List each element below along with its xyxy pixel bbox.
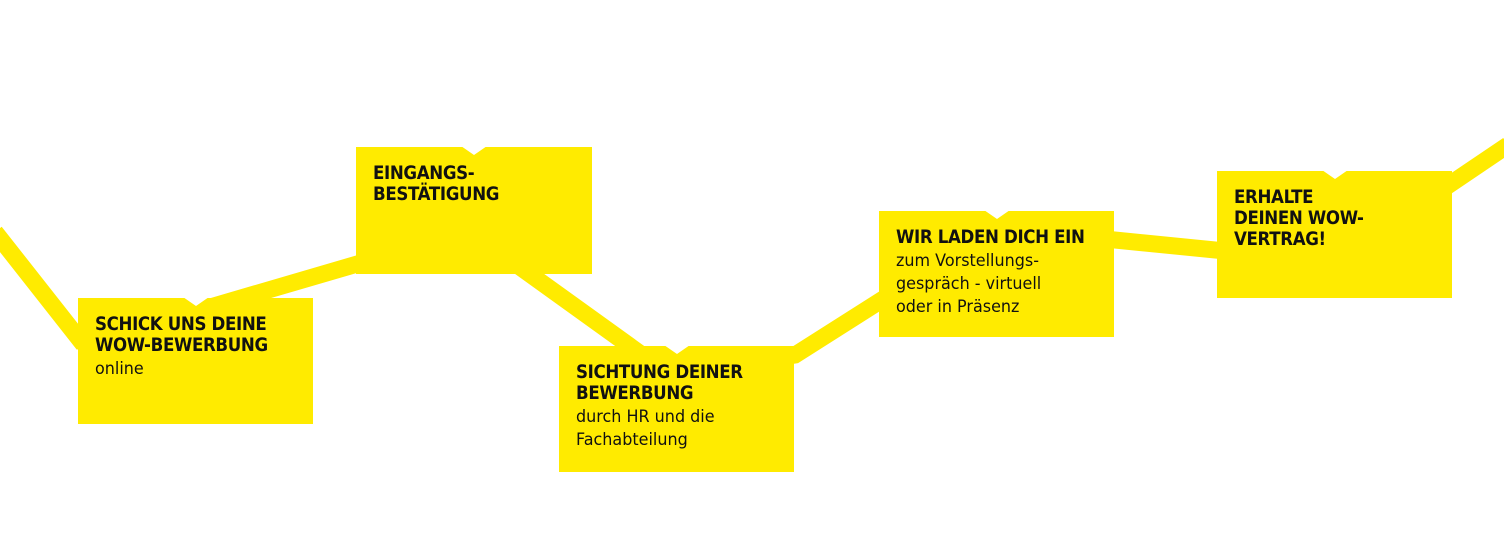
step-3-title: SICHTUNG DEINER BEWERBUNG (576, 362, 758, 404)
step-3-text-line: durch HR und die (576, 407, 715, 427)
step-1-text-line: online (95, 359, 144, 379)
step-1-box: SCHICK UNS DEINE WOW-BEWERBUNG online (78, 297, 313, 424)
step-2-title-line: EINGANGS- (373, 163, 475, 184)
step-1-title-line: SCHICK UNS DEINE (95, 314, 267, 335)
step-4-text-line: oder in Präsenz (896, 297, 1020, 317)
step-2-title-line: BESTÄTIGUNG (373, 184, 500, 205)
step-1-text: online (95, 358, 285, 381)
step-1-title-line: WOW-BEWERBUNG (95, 335, 268, 356)
step-notch (1322, 170, 1348, 179)
step-5-title: ERHALTE DEINEN WOW- VERTRAG! (1234, 187, 1416, 250)
step-3-title-line: BEWERBUNG (576, 383, 694, 404)
step-4-title: WIR LADEN DICH EIN (896, 227, 1085, 248)
step-1-title: SCHICK UNS DEINE WOW-BEWERBUNG (95, 314, 277, 356)
step-4-box: WIR LADEN DICH EIN zum Vorstellungs- ges… (879, 210, 1114, 337)
step-3-text-line: Fachabteilung (576, 430, 688, 450)
step-2-title: EINGANGS- BESTÄTIGUNG (373, 163, 556, 205)
step-5-box: ERHALTE DEINEN WOW- VERTRAG! (1217, 170, 1452, 298)
step-4-text: zum Vorstellungs- gespräch - virtuell od… (896, 250, 1086, 319)
step-2-box: EINGANGS- BESTÄTIGUNG (356, 146, 592, 274)
step-notch (183, 297, 209, 306)
step-notch (984, 210, 1010, 219)
step-4-text-line: zum Vorstellungs- (896, 251, 1039, 271)
step-5-title-line: VERTRAG! (1234, 229, 1326, 250)
step-3-box: SICHTUNG DEINER BEWERBUNG durch HR und d… (559, 345, 794, 472)
step-3-text: durch HR und die Fachabteilung (576, 406, 766, 452)
step-notch (664, 345, 690, 354)
step-3-title-line: SICHTUNG DEINER (576, 362, 743, 383)
step-notch (461, 146, 487, 155)
step-4-text-line: gespräch - virtuell (896, 274, 1042, 294)
step-4-title-line: WIR LADEN DICH EIN (896, 227, 1085, 248)
step-5-title-line: ERHALTE (1234, 187, 1314, 208)
step-5-title-line: DEINEN WOW- (1234, 208, 1364, 229)
